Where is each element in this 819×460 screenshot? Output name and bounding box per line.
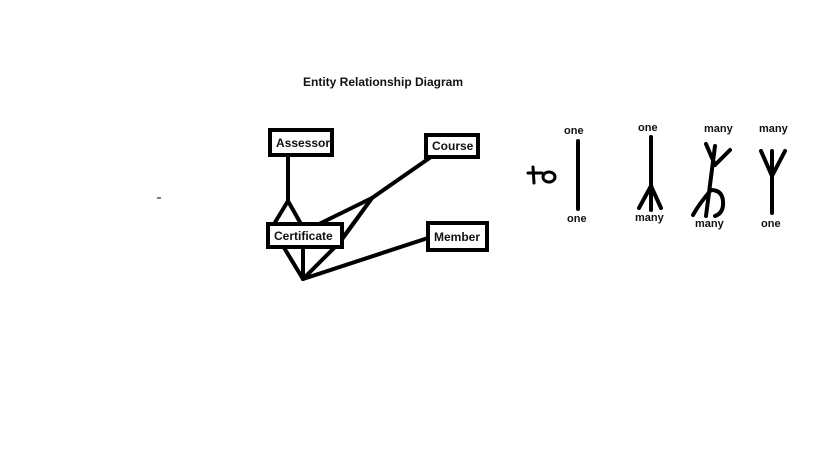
- legend-label-4-bottom: one: [761, 218, 781, 230]
- legend-symbol-one-many: [637, 135, 663, 212]
- handwritten-to: [526, 165, 557, 185]
- legend-label-2-bottom: many: [635, 212, 664, 224]
- legend-label-4-top: many: [759, 123, 788, 135]
- legend-symbol-many-one: [759, 149, 787, 215]
- entity-member: Member: [426, 221, 489, 252]
- entity-assessor: Assessor: [268, 128, 334, 157]
- legend-label-1-bottom: one: [567, 213, 587, 225]
- entity-course: Course: [424, 133, 480, 159]
- connector-assessor-certificate: [272, 152, 303, 226]
- legend-label-3-bottom: many: [695, 218, 724, 230]
- legend-label-3-top: many: [704, 123, 733, 135]
- legend-symbol-many-many: [691, 142, 732, 218]
- connector-certificate-member: [281, 236, 430, 281]
- legend-label-1-top: one: [564, 125, 584, 137]
- legend-label-2-top: one: [638, 122, 658, 134]
- entity-certificate: Certificate: [266, 222, 344, 249]
- diagram-title: Entity Relationship Diagram: [303, 75, 464, 89]
